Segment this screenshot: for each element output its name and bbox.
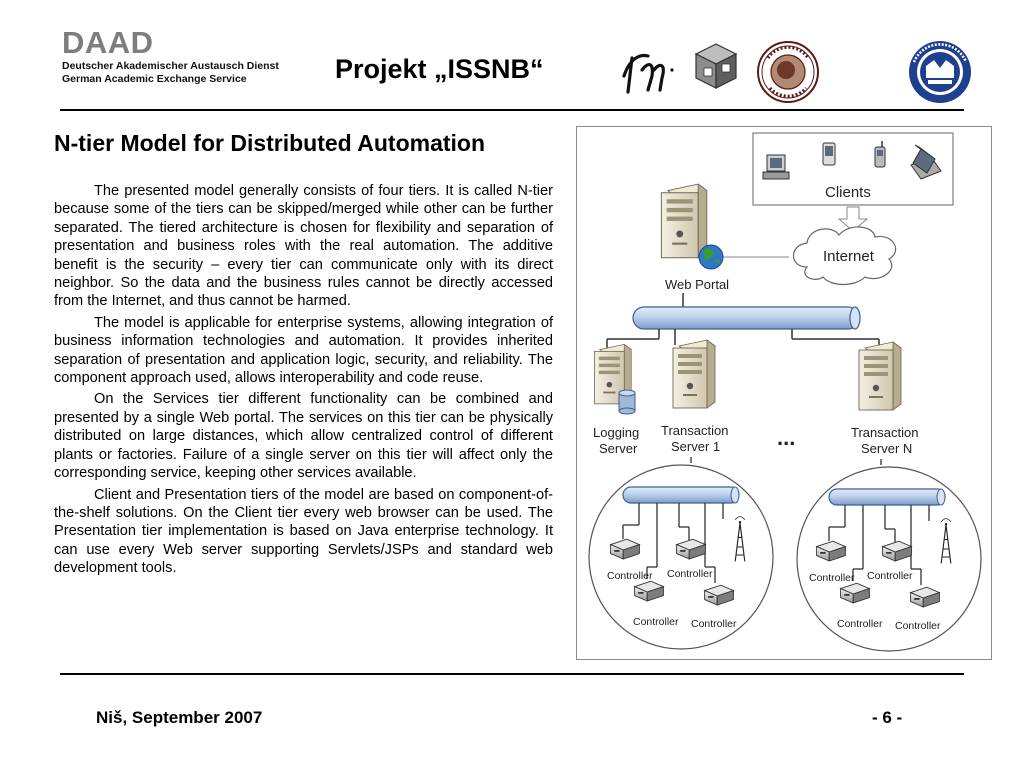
partner-logos (622, 41, 971, 103)
web-portal-label: Web Portal (665, 277, 729, 292)
controller-label: Controller (867, 570, 913, 582)
university-seal-nis (757, 41, 819, 103)
transaction-server-n-label-b: Server N (861, 441, 912, 456)
logging-server: Logging Server (593, 343, 639, 456)
web-portal-server: Web Portal (660, 183, 729, 292)
university-seal-banja-luka (909, 41, 971, 103)
laptop-icon (910, 144, 942, 180)
paragraph-services-tier: On the Services tier different functiona… (54, 391, 553, 482)
transaction-server-1-label-b: Server 1 (671, 439, 720, 454)
body-text: The presented model generally consists o… (54, 182, 553, 581)
mobile-phone-icon (874, 141, 886, 168)
bus-drops (606, 329, 880, 349)
pda-icon (822, 142, 836, 166)
paragraph-enterprise: The model is applicable for enterprise s… (54, 314, 553, 387)
tu-logo (622, 53, 674, 94)
org-name-german: Deutscher Akademischer Austausch Dienst (62, 60, 279, 72)
controller-label: Controller (837, 618, 883, 630)
field-network-1: Controller Controller Controller Control… (588, 464, 774, 650)
arrow-clients-internet (837, 206, 869, 232)
clients-label: Clients (825, 184, 871, 201)
controller-label: Controller (607, 570, 653, 582)
transaction-server-n-label-a: Transaction (851, 425, 918, 440)
controller-label: Controller (633, 616, 679, 628)
desktop-icon (762, 154, 790, 180)
paragraph-client-presentation: Client and Presentation tiers of the mod… (54, 486, 553, 577)
daad-logo: DAAD (62, 25, 154, 60)
database-icon (618, 389, 636, 415)
more-servers-ellipsis: ... (777, 425, 795, 450)
controller-label: Controller (809, 572, 855, 584)
slide-title: N-tier Model for Distributed Automation (54, 130, 486, 156)
header-divider (60, 109, 964, 111)
logging-server-label-1: Logging (593, 425, 639, 440)
controller-label: Controller (895, 620, 941, 632)
cube-logo (694, 43, 738, 89)
n-tier-diagram: Clients Internet Web Portal (576, 126, 992, 660)
footer-place-date: Niš, September 2007 (96, 708, 263, 727)
logging-server-label-2: Server (599, 441, 638, 456)
internet-cloud: Internet (792, 226, 897, 286)
transaction-server-n: Transaction Server N (851, 341, 918, 456)
clients-box: Clients (752, 132, 954, 206)
daad-logo-block: DAAD Deutscher Akademischer Austausch Di… (62, 26, 279, 86)
internet-label: Internet (823, 248, 875, 265)
controller-label: Controller (691, 618, 737, 630)
paragraph-tiers: The presented model generally consists o… (54, 183, 553, 310)
controller-label: Controller (667, 568, 713, 580)
project-title: Projekt „ISSNB“ (335, 54, 544, 84)
transaction-server-1: Transaction Server 1 (661, 339, 728, 454)
transaction-server-1-label-a: Transaction (661, 423, 728, 438)
page-number: - 6 - (872, 708, 903, 727)
main-bus (632, 306, 861, 330)
footer-divider (60, 673, 964, 675)
org-name-english: German Academic Exchange Service (62, 73, 247, 85)
field-network-n: Controller Controller Controller Control… (796, 466, 982, 652)
